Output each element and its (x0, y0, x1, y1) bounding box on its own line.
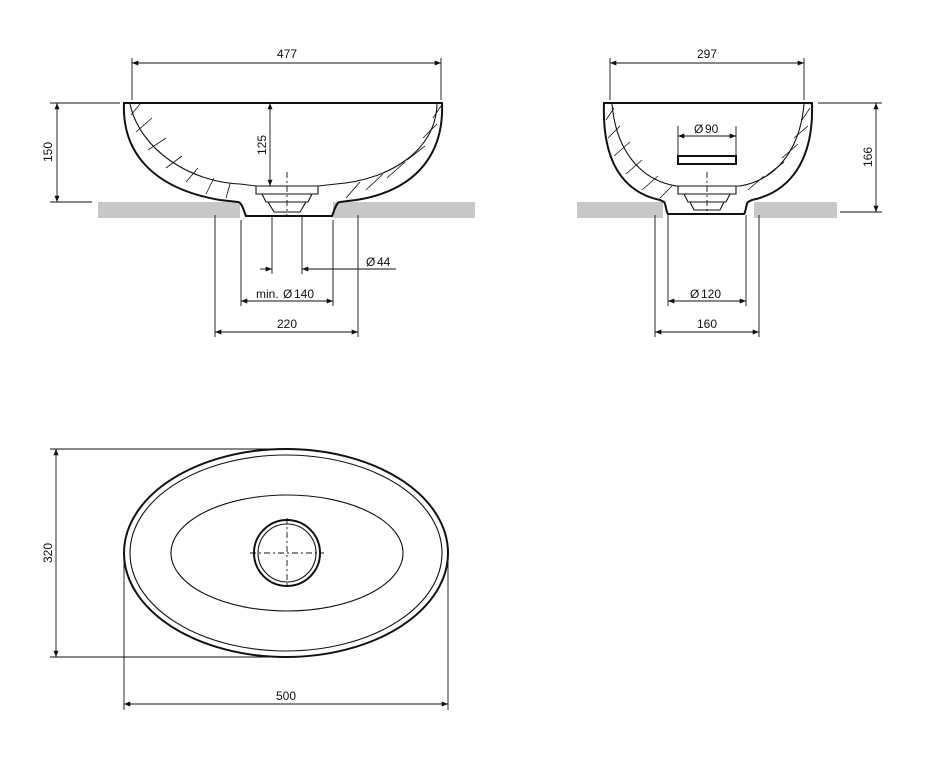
side-view: 297 166 Ø 90 Ø 120 160 (577, 47, 882, 337)
side-drain-prefix: Ø (690, 287, 699, 301)
top-length-label: 500 (276, 689, 296, 703)
front-cutout-min: min. (256, 287, 279, 301)
front-cutout-label: 140 (294, 287, 314, 301)
side-countertop-left (577, 202, 663, 218)
side-hatching (605, 107, 811, 199)
rim-outer (123, 448, 449, 658)
side-bowl-inner (611, 103, 805, 187)
top-view: 320 500 (41, 448, 449, 710)
front-drain-label: 44 (377, 255, 391, 269)
front-width-label: 477 (277, 47, 297, 61)
front-view: 477 150 125 Ø 44 min. Ø 140 220 (41, 47, 475, 337)
front-cutout-prefix: Ø (283, 287, 292, 301)
bowl-section (122, 102, 444, 217)
side-overflow-label: 90 (705, 122, 719, 136)
front-drain-prefix: Ø (366, 255, 375, 269)
side-drain-label: 120 (701, 287, 721, 301)
side-width-label: 297 (697, 47, 717, 61)
countertop-right (333, 202, 475, 218)
side-bowl-section (602, 102, 814, 215)
side-base-label: 160 (697, 317, 717, 331)
side-overflow-prefix: Ø (694, 122, 703, 136)
front-base-label: 220 (277, 317, 297, 331)
bowl-inner (129, 103, 438, 187)
front-hatching (130, 103, 442, 199)
front-height-label: 150 (41, 142, 55, 162)
front-depth-label: 125 (255, 135, 269, 155)
basin-floor (170, 494, 404, 612)
top-width-label: 320 (41, 543, 55, 563)
rim-inner (129, 454, 443, 652)
overflow-slot (677, 155, 737, 165)
side-countertop-right (754, 202, 837, 218)
side-height-label: 166 (861, 147, 875, 167)
countertop-left (98, 202, 240, 218)
